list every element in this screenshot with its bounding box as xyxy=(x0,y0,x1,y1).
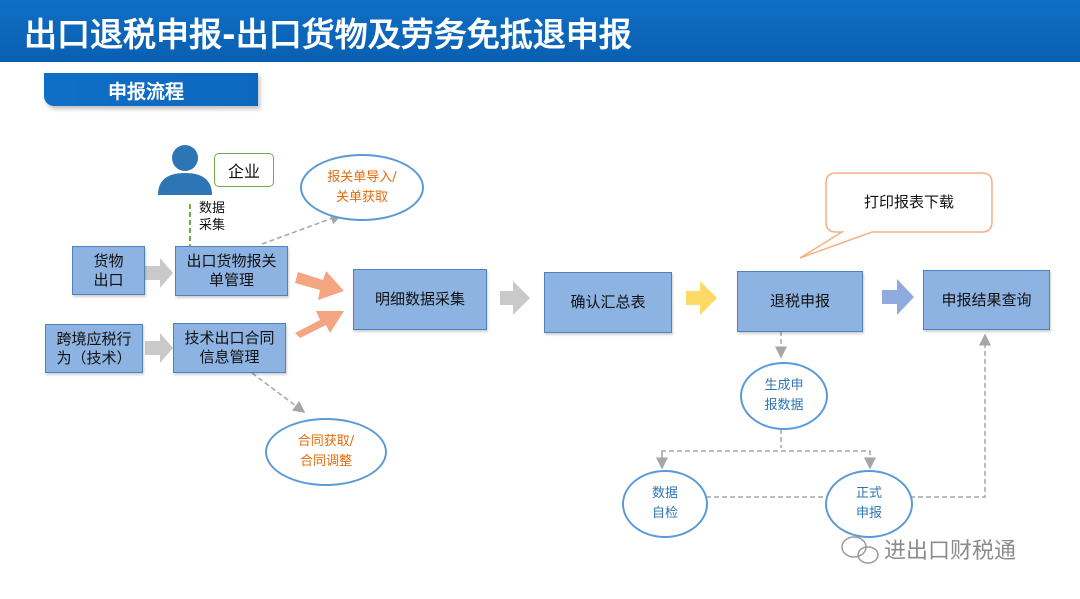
result-query-box: 申报结果查询 xyxy=(923,270,1050,330)
header-bar: 出口退税申报-出口货物及劳务免抵退申报 xyxy=(0,0,1080,62)
wechat-icon xyxy=(841,536,879,564)
goods-export-box: 货物 出口 xyxy=(72,246,145,295)
section-tag-label: 申报流程 xyxy=(108,81,185,103)
self-check-oval: 数据 自检 xyxy=(622,470,708,538)
callout-label: 打印报表下载 xyxy=(863,193,954,211)
arrow-customs-to-detail xyxy=(295,271,344,300)
watermark-text: 进出口财税通 xyxy=(884,539,1017,564)
arrow-tech-to-detail xyxy=(295,311,344,338)
formal-declare-oval: 正式 申报 xyxy=(825,470,913,538)
enterprise-label: 企业 xyxy=(214,153,274,187)
section-tag: 申报流程 xyxy=(44,73,258,106)
detail-collect-box: 明细数据采集 xyxy=(353,269,487,330)
tech-contract-box: 技术出口合同 信息管理 xyxy=(173,323,286,373)
confirm-summary-box: 确认汇总表 xyxy=(544,272,672,333)
gen-data-oval: 生成申 报数据 xyxy=(740,362,828,430)
arrow-detail-to-confirm xyxy=(500,281,530,315)
cross-border-box: 跨境应税行 为（技术） xyxy=(45,324,143,373)
customs-mgmt-box: 出口货物报关 单管理 xyxy=(175,246,288,296)
callout-bubble xyxy=(799,172,993,259)
arrow-cross-to-tech xyxy=(145,333,173,363)
arrow-goods-to-customs xyxy=(145,258,173,288)
customs-import-oval: 报关单导入/ 关单获取 xyxy=(300,154,424,221)
arrow-confirm-to-refund xyxy=(686,281,717,315)
data-collect-label: 数据 采集 xyxy=(199,201,226,233)
page-title: 出口退税申报-出口货物及劳务免抵退申报 xyxy=(24,15,632,54)
refund-declare-box: 退税申报 xyxy=(737,271,863,332)
arrow-refund-to-query xyxy=(882,279,914,315)
contract-get-oval: 合同获取/ 合同调整 xyxy=(265,418,387,486)
user-icon xyxy=(158,145,212,195)
